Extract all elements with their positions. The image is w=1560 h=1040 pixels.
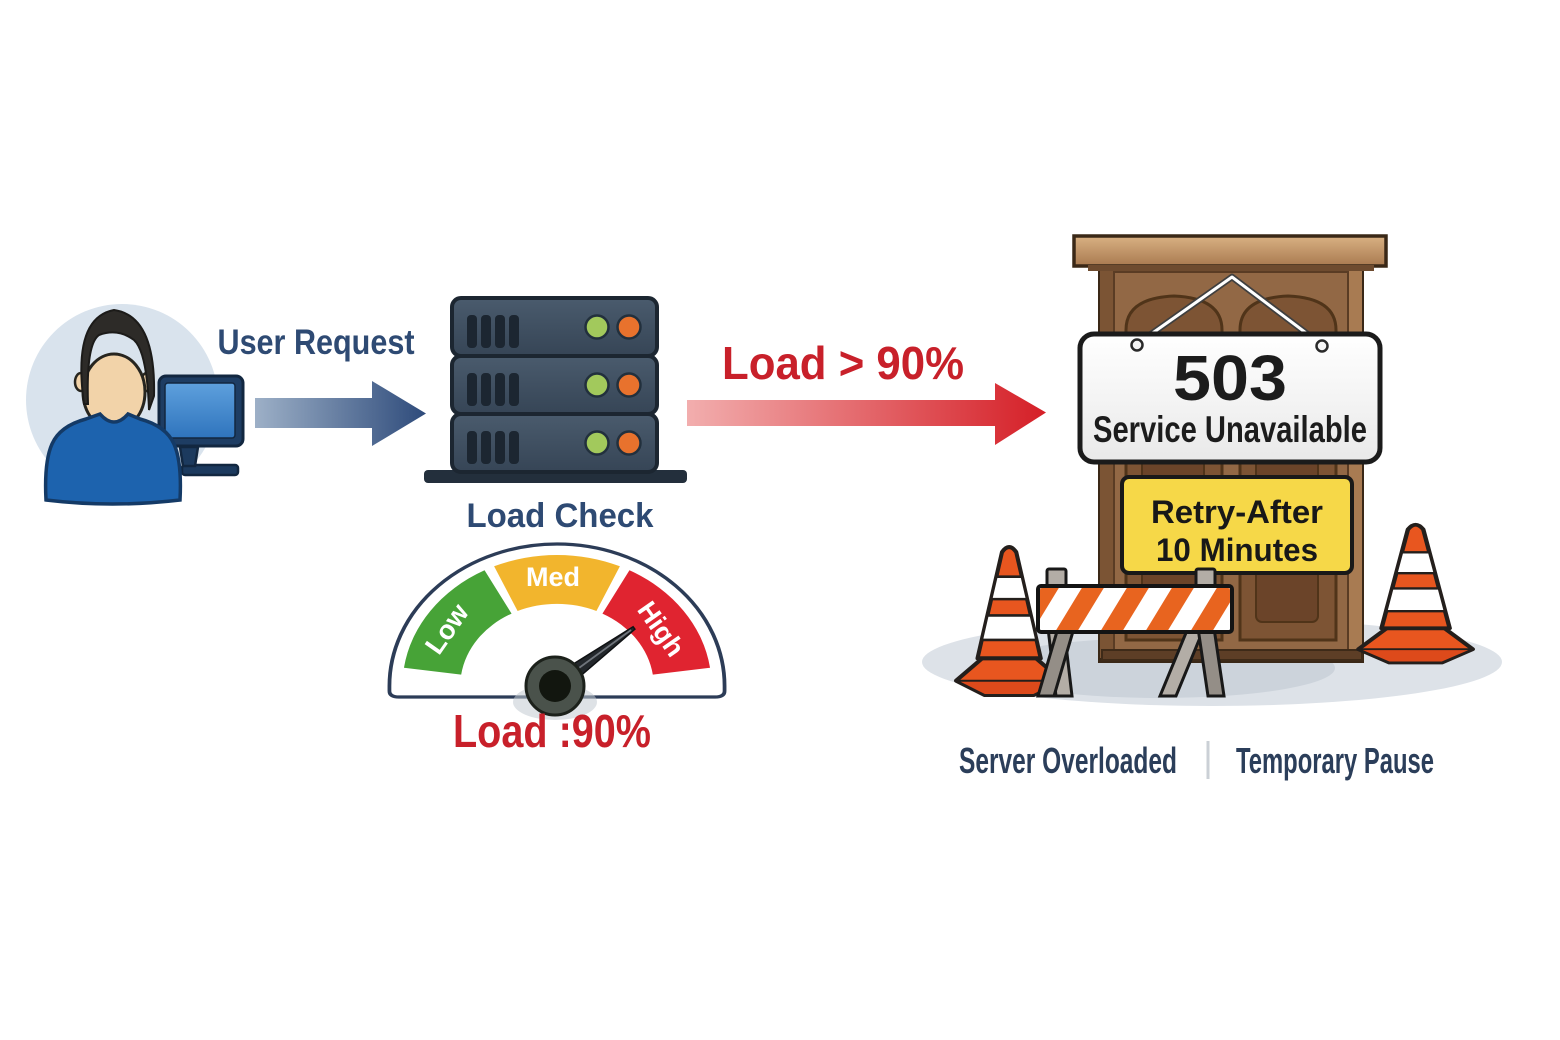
barrier-icon bbox=[1035, 567, 1234, 698]
retry-after-label: Retry-After bbox=[1151, 494, 1323, 530]
server-stack-icon bbox=[424, 296, 687, 483]
user-icon bbox=[26, 304, 245, 506]
barrier-stripes bbox=[1040, 588, 1230, 630]
sign-grommet bbox=[1315, 339, 1329, 353]
sign-grommet bbox=[1130, 338, 1144, 352]
door-scene: 503 Service Unavailable Retry-After 10 M… bbox=[922, 234, 1502, 706]
status-light-orange bbox=[616, 372, 642, 398]
hair bbox=[80, 308, 156, 411]
gauge-zone-med bbox=[494, 554, 620, 611]
error-code-label: 503 bbox=[1173, 342, 1287, 414]
monitor-icon bbox=[157, 374, 245, 477]
load-check-label: Load Check bbox=[467, 497, 654, 535]
caption-server-overloaded: Server Overloaded bbox=[959, 740, 1177, 781]
retry-minutes-label: 10 Minutes bbox=[1156, 532, 1318, 568]
door-threshold bbox=[1101, 649, 1363, 661]
gauge-dial bbox=[387, 542, 727, 699]
server-unit bbox=[450, 412, 659, 474]
load-gauge-icon: Low Med High bbox=[387, 542, 727, 720]
status-light-orange bbox=[616, 314, 642, 340]
status-sign: 503 Service Unavailable bbox=[1077, 331, 1383, 465]
request-arrow-icon bbox=[255, 381, 426, 446]
traffic-cone-icon bbox=[1358, 525, 1472, 663]
retry-sign: Retry-After 10 Minutes bbox=[1120, 475, 1354, 575]
error-message-label: Service Unavailable bbox=[1093, 409, 1367, 450]
sign-board bbox=[1077, 331, 1383, 465]
hanging-string bbox=[1133, 273, 1326, 349]
caption-temporary-pause: Temporary Pause bbox=[1236, 740, 1434, 781]
retry-sign-board bbox=[1120, 475, 1354, 575]
overload-condition-label: Load > 90% bbox=[722, 337, 964, 389]
user-request-label: User Request bbox=[218, 323, 415, 362]
gauge-med-label: Med bbox=[526, 562, 580, 592]
overload-arrow-icon bbox=[687, 383, 1046, 445]
gauge-zone-high bbox=[602, 570, 711, 675]
server-unit bbox=[450, 354, 659, 416]
status-light-green bbox=[584, 314, 610, 340]
load-reading-label: Load :90% bbox=[453, 705, 651, 757]
status-light-green bbox=[584, 430, 610, 456]
status-light-green bbox=[584, 372, 610, 398]
door-lintel bbox=[1072, 234, 1388, 268]
person-icon bbox=[43, 308, 183, 506]
shirt bbox=[43, 411, 183, 506]
status-light-orange bbox=[616, 430, 642, 456]
gauge-zone-low bbox=[403, 570, 512, 675]
gauge-hub-center bbox=[539, 670, 571, 702]
server-unit bbox=[450, 296, 659, 358]
